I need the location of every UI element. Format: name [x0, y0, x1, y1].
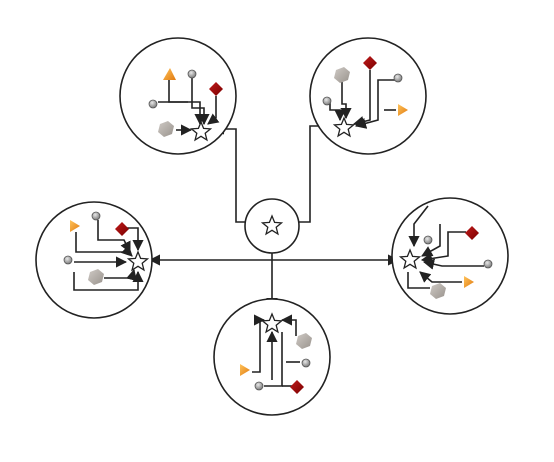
- hub-star-icon: [126, 250, 150, 272]
- cluster-top-left: [119, 37, 237, 155]
- diamond-icon: [363, 56, 377, 70]
- edge-center-to-top-left: [212, 123, 256, 223]
- cluster-right: [391, 197, 509, 315]
- triangle-icon: [464, 276, 474, 288]
- diamond-icon: [115, 222, 129, 236]
- top-right-cluster-nodes: [322, 56, 408, 138]
- top-left-cluster-edges: [158, 78, 220, 136]
- diamond-icon: [209, 82, 223, 96]
- triangle-icon: [398, 104, 408, 116]
- small-circle-icon: [423, 235, 433, 245]
- hexagon-icon: [158, 121, 174, 137]
- diamond-icon: [290, 380, 304, 394]
- triangle-icon: [163, 68, 176, 80]
- edge-center-to-top-right: [288, 120, 334, 223]
- cluster-top-right: [309, 37, 427, 155]
- small-circle-icon: [322, 96, 332, 106]
- diamond-icon: [465, 226, 479, 240]
- hexagon-icon: [334, 67, 350, 83]
- hub-star-icon: [260, 312, 284, 334]
- hub-star-icon: [332, 116, 356, 138]
- left-cluster-nodes: [63, 211, 150, 285]
- small-circle-icon: [301, 358, 311, 368]
- triangle-icon: [240, 364, 250, 376]
- top-left-cluster-nodes: [148, 68, 223, 142]
- top-right-cluster-edges: [329, 70, 396, 129]
- cluster-circles: [35, 37, 509, 416]
- center-hub-star-icon: [260, 214, 284, 236]
- triangle-icon: [70, 220, 80, 232]
- right-cluster-nodes: [398, 226, 493, 299]
- small-circle-icon: [91, 211, 101, 221]
- hexagon-icon: [430, 283, 446, 299]
- bottom-cluster-nodes: [240, 312, 312, 394]
- left-cluster-edges: [73, 220, 144, 291]
- hexagon-icon: [88, 269, 104, 285]
- hub-star-icon: [189, 120, 213, 142]
- small-circle-icon: [393, 73, 403, 83]
- right-cluster-edges: [407, 205, 484, 289]
- small-circle-icon: [148, 99, 158, 109]
- small-circle-icon: [254, 381, 264, 391]
- small-circle-icon: [483, 259, 493, 269]
- bottom-cluster-edges: [252, 314, 300, 387]
- hub-star-icon: [398, 248, 422, 270]
- small-circle-icon: [187, 69, 197, 79]
- hexagon-icon: [296, 333, 312, 349]
- small-circle-icon: [63, 255, 73, 265]
